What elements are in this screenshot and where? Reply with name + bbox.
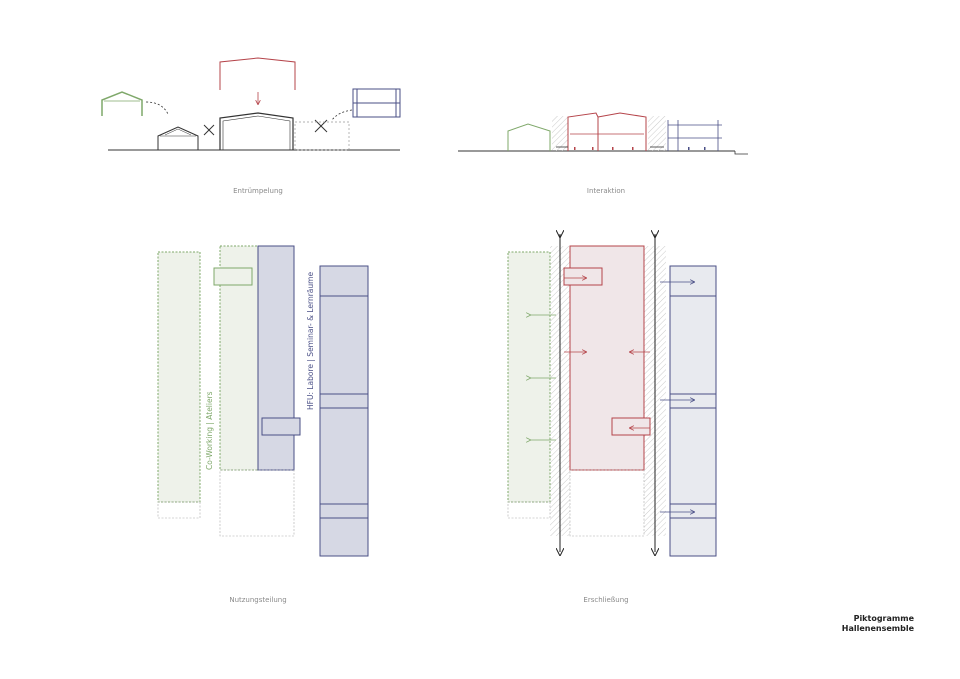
sheet-title: Piktogramme Hallenensemble [842, 614, 914, 634]
diagram-entruempelung [101, 57, 401, 151]
caption-erschliessung: Erschließung [583, 596, 628, 604]
diagram-nutzungsteilung [157, 245, 369, 557]
label-hfu: HFU: Labore | Seminar- & Lernräume [306, 272, 315, 410]
caption-nutzungsteilung: Nutzungsteilung [229, 596, 286, 604]
diagram-interaktion [458, 112, 748, 155]
label-coworking: Co-Working | Ateliers [205, 391, 214, 470]
title-line-1: Piktogramme [853, 614, 914, 623]
title-line-2: Hallenensemble [841, 624, 914, 633]
diagram-erschliessung [507, 234, 717, 557]
caption-interaktion: Interaktion [587, 187, 625, 195]
caption-entruempelung: Entrümpelung [233, 187, 283, 195]
